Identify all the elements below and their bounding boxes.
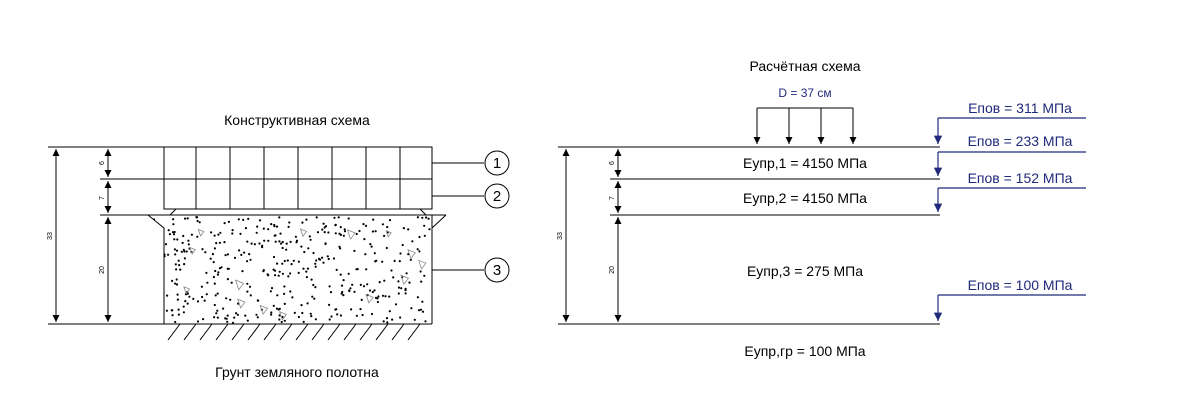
ground-label: Грунт земляного полотна — [215, 364, 379, 380]
layer-markers: 1 2 3 — [432, 150, 510, 283]
right-layer1-dim-label: 6 — [609, 161, 616, 165]
marker-2 — [484, 183, 510, 209]
left-dimension-lines: 33 6 7 20 — [47, 146, 164, 325]
marker-2-label: 2 — [493, 188, 501, 205]
left-layer1-dim-label: 6 — [99, 161, 106, 165]
calculation-scheme: Расчётная схема D = 37 см 33 6 7 20 — [557, 58, 1086, 359]
epov-3: Епов = 152 МПа — [968, 170, 1073, 186]
base-layer — [147, 214, 447, 324]
layer1-modulus: Еупр,1 = 4150 МПа — [743, 155, 867, 171]
layer2-modulus: Еупр,2 = 4150 МПа — [743, 190, 867, 206]
left-total-dim-label: 33 — [47, 232, 54, 240]
construction-scheme-title: Конструктивная схема — [224, 112, 370, 128]
left-layer2-dim-label: 7 — [99, 196, 106, 200]
right-total-dim-label: 33 — [557, 232, 564, 240]
marker-3 — [484, 257, 510, 283]
marker-1-label: 1 — [493, 155, 501, 172]
construction-scheme: Конструктивная схема 33 6 7 20 — [47, 112, 510, 380]
marker-1 — [484, 150, 510, 176]
epov-1: Епов = 311 МПа — [968, 100, 1072, 116]
layer3-modulus: Еупр,3 = 275 МПа — [747, 263, 863, 279]
epov-2: Епов = 233 МПа — [968, 133, 1073, 149]
calculation-scheme-title: Расчётная схема — [749, 58, 860, 74]
epov-annotations: Епов = 311 МПа Епов = 233 МПа Епов = 152… — [933, 100, 1086, 321]
wheel-load — [753, 107, 857, 144]
epov-4: Епов = 100 МПа — [968, 277, 1073, 293]
load-diameter-label: D = 37 см — [778, 86, 831, 100]
left-layer3-dim-label: 20 — [99, 266, 106, 274]
right-layer3-dim-label: 20 — [609, 266, 616, 274]
layer-boundaries — [558, 146, 940, 325]
ground-hatching — [164, 323, 432, 341]
right-dimension-lines: 33 6 7 20 — [557, 149, 622, 322]
surface-layers — [163, 146, 433, 216]
subgrade-modulus: Еупр,гр = 100 МПа — [744, 343, 865, 359]
marker-3-label: 3 — [493, 262, 501, 279]
right-layer2-dim-label: 7 — [609, 196, 616, 200]
